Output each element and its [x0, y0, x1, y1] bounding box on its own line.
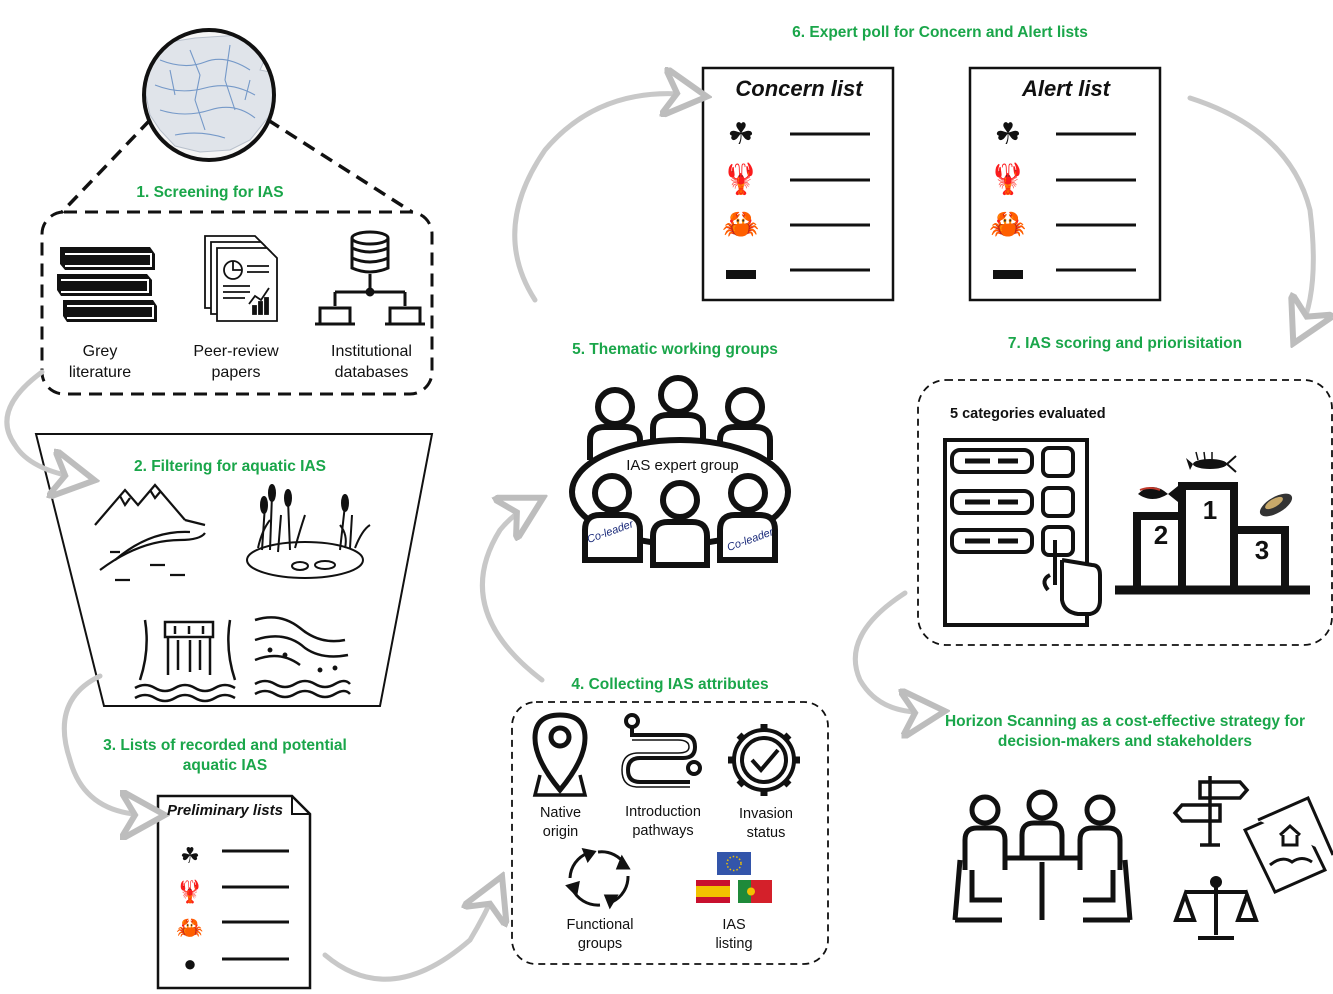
- water-lily-icon: ☘: [727, 118, 755, 151]
- preliminary-lists-title: Preliminary lists: [167, 802, 283, 819]
- step-5-title: 5. Thematic working groups: [572, 341, 778, 358]
- zoom-line-right: [267, 118, 413, 214]
- step-1-title: 1. Screening for IAS: [136, 184, 284, 201]
- scoring-form-icon: [943, 438, 1102, 627]
- arrow-3-to-4: [322, 890, 496, 982]
- expert-group-icon: [569, 375, 791, 568]
- alert-list-paper: [968, 66, 1162, 302]
- fish-icon: ▬: [726, 253, 756, 286]
- fish-icon: ▬: [993, 253, 1023, 286]
- horizon-scanning-title: Horizon Scanning as a cost-effective str…: [944, 713, 1306, 750]
- water-lily-icon: ☘: [994, 118, 1022, 151]
- database-icon: [315, 230, 425, 326]
- zoom-line-left: [60, 118, 152, 214]
- scales-icon: [1173, 876, 1259, 940]
- papers-icon: [204, 235, 278, 322]
- alert-list-title: Alert list: [1021, 76, 1111, 101]
- cycle-arrows-icon: [565, 847, 631, 910]
- preliminary-list-rows: [222, 849, 289, 961]
- crab-icon: 🦀: [176, 915, 204, 940]
- crab-icon: 🦀: [989, 208, 1027, 241]
- crayfish-icon: 🦞: [176, 879, 204, 904]
- alert-species-icons: ☘ 🦞 🦀 ▬: [979, 112, 1037, 292]
- preliminary-species-icons: ☘ 🦞 🦀 ●: [172, 838, 208, 982]
- water-lily-icon: ☘: [180, 843, 200, 868]
- arrow-1-to-2: [4, 369, 80, 478]
- step-7-title: 7. IAS scoring and priorisitation: [1007, 335, 1243, 352]
- dam-icon: [134, 619, 237, 703]
- eu-flag-icon: [717, 852, 751, 875]
- arrow-7-to-hs: [852, 590, 930, 712]
- podium-mussel-icon: [1259, 493, 1293, 517]
- screening-box: [40, 210, 434, 396]
- scoring-box: [917, 379, 1333, 646]
- podium-icon: [1115, 482, 1310, 595]
- podium-second-label: 2: [1153, 520, 1169, 550]
- podium-third-label: 3: [1254, 535, 1270, 565]
- pond-icon: [246, 484, 371, 579]
- step-6-title: 6. Expert poll for Concern and Alert lis…: [792, 24, 1088, 41]
- expert-group-label: IAS expert group: [626, 457, 739, 474]
- iberia-map-icon: [142, 28, 276, 162]
- filtering-funnel: [34, 433, 434, 707]
- podium-first-label: 1: [1202, 495, 1218, 525]
- contract-handshake-icon: [1242, 796, 1333, 894]
- crayfish-icon: 🦞: [722, 163, 760, 196]
- arrow-4-to-5: [479, 505, 542, 683]
- arrow-2-to-3: [61, 673, 150, 815]
- books-icon: [57, 247, 157, 322]
- preliminary-list-paper: [156, 794, 312, 990]
- flow-arrows: [4, 94, 1313, 982]
- crab-icon: 🦀: [722, 208, 760, 241]
- gear-check-icon: [728, 724, 800, 796]
- podium-fish-icon: [1138, 486, 1178, 502]
- estuary-icon: [254, 616, 351, 699]
- signpost-icon: [1172, 776, 1250, 847]
- flags-icon: [696, 852, 772, 903]
- attributes-box: [511, 701, 829, 965]
- meeting-people-icon: [952, 789, 1133, 923]
- concern-species-icons: ☘ 🦞 🦀 ▬: [712, 112, 770, 292]
- mountain-river-icon: [94, 483, 206, 582]
- concern-list-paper: [701, 66, 895, 302]
- location-pin-icon: [532, 712, 588, 797]
- step-2-title: 2. Filtering for aquatic IAS: [133, 458, 327, 475]
- arrow-5-to-6: [512, 94, 692, 303]
- crayfish-icon: 🦞: [989, 163, 1027, 196]
- podium-crayfish-icon: [1186, 451, 1237, 473]
- step-4-title: 4. Collecting IAS attributes: [571, 676, 769, 693]
- route-icon: [621, 713, 702, 788]
- categories-evaluated-label: 5 categories evaluated: [950, 406, 1106, 422]
- fish-icon: ●: [183, 951, 197, 976]
- concern-list-title: Concern list: [735, 76, 863, 101]
- arrow-6-to-7: [1187, 95, 1313, 330]
